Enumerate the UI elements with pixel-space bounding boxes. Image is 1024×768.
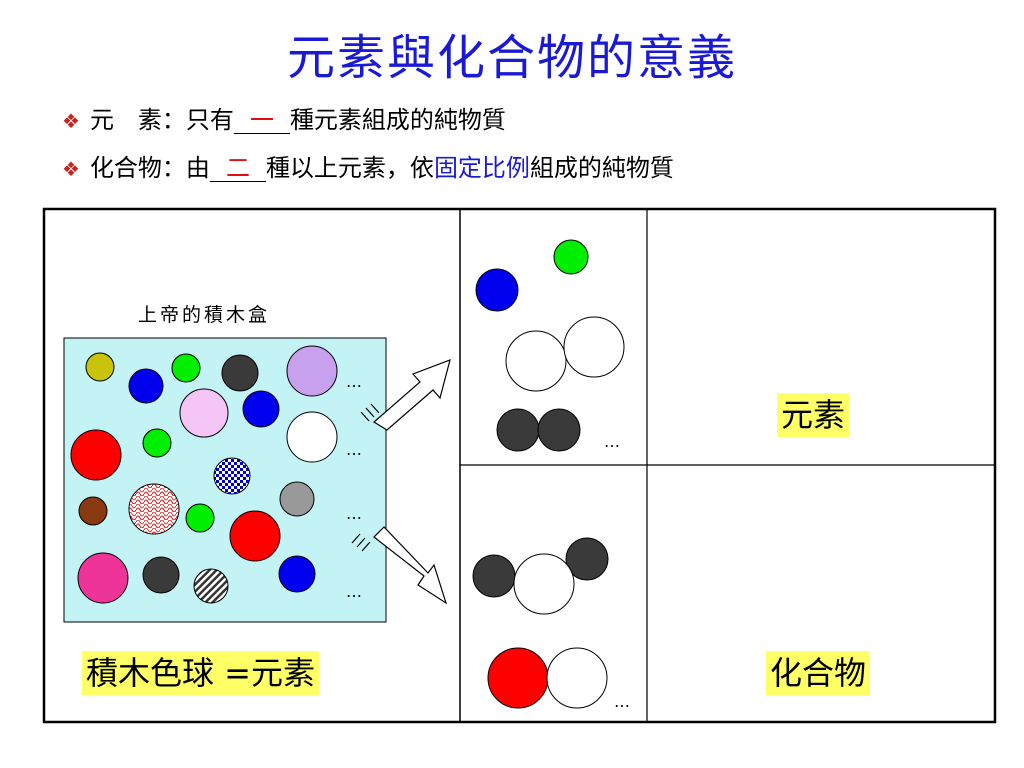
fixed-ratio-highlight: 固定比例 (433, 154, 530, 182)
olive-ball (85, 352, 115, 382)
blue-ball (278, 555, 316, 593)
blue-patterned-ball (213, 457, 251, 495)
compound-blank-answer: 二 (209, 155, 266, 182)
arrow-to-compounds-icon (351, 526, 448, 605)
compound-term: 化合物：由 (89, 154, 210, 182)
purple-ball (286, 345, 338, 397)
brown-ball (78, 496, 108, 526)
compound-label: 化合物 (766, 651, 871, 695)
ellipsis: … (346, 440, 362, 459)
white-ball (286, 411, 338, 463)
arrow-to-elements-icon (360, 359, 451, 431)
blocks-equal-elements-label: 積木色球 =元素 (82, 651, 319, 695)
block-box-label: 上帝的積木盒 (138, 304, 271, 326)
dark-atom (472, 554, 516, 598)
element-definition-rest: 種元素組成的純物質 (289, 106, 506, 134)
pink-ball (179, 388, 229, 438)
blue-atom (475, 268, 519, 312)
magenta-ball (77, 552, 129, 604)
dark-ball (142, 556, 180, 594)
green-atom (553, 239, 589, 275)
green-ball (171, 353, 201, 383)
slide-title: 元素與化合物的意義 (286, 30, 737, 86)
red-ball (70, 429, 122, 481)
compound-examples (472, 537, 609, 709)
diamond-bullet-icon: ❖ (62, 109, 80, 133)
striped-ball (193, 568, 229, 604)
gray-ball (279, 481, 315, 517)
definition-compound: ❖ 化合物：由二種以上元素，依固定比例組成的純物質 (62, 152, 674, 185)
blue-ball (128, 368, 164, 404)
red-atom (487, 647, 549, 709)
element-blank-answer: 一 (233, 107, 290, 134)
green-ball (185, 503, 215, 533)
ellipsis: … (346, 372, 362, 391)
white-atom (546, 647, 608, 709)
element-term: 元 素：只有 (89, 106, 234, 134)
ellipsis: … (346, 504, 362, 523)
dark-atom (496, 408, 540, 452)
red-ball (229, 510, 281, 562)
white-atom (505, 330, 567, 392)
compound-definition-rest: 組成的純物質 (529, 154, 674, 182)
compound-definition-mid: 種以上元素，依 (265, 154, 434, 182)
dark-ball (221, 354, 259, 392)
ball-collection (70, 345, 338, 604)
diamond-bullet-icon: ❖ (62, 157, 80, 181)
ellipsis: … (346, 582, 362, 601)
ellipsis: … (604, 432, 620, 451)
ellipsis: … (614, 692, 630, 711)
dark-atom (537, 408, 581, 452)
blue-ball (242, 390, 280, 428)
red-patterned-ball (128, 483, 180, 535)
element-examples (475, 239, 625, 452)
definition-element: ❖ 元 素：只有一種元素組成的純物質 (62, 104, 506, 137)
white-atom (563, 316, 625, 378)
white-atom (513, 553, 575, 615)
dark-atom (565, 537, 609, 581)
element-label: 元素 (777, 393, 850, 437)
green-ball (142, 428, 172, 458)
